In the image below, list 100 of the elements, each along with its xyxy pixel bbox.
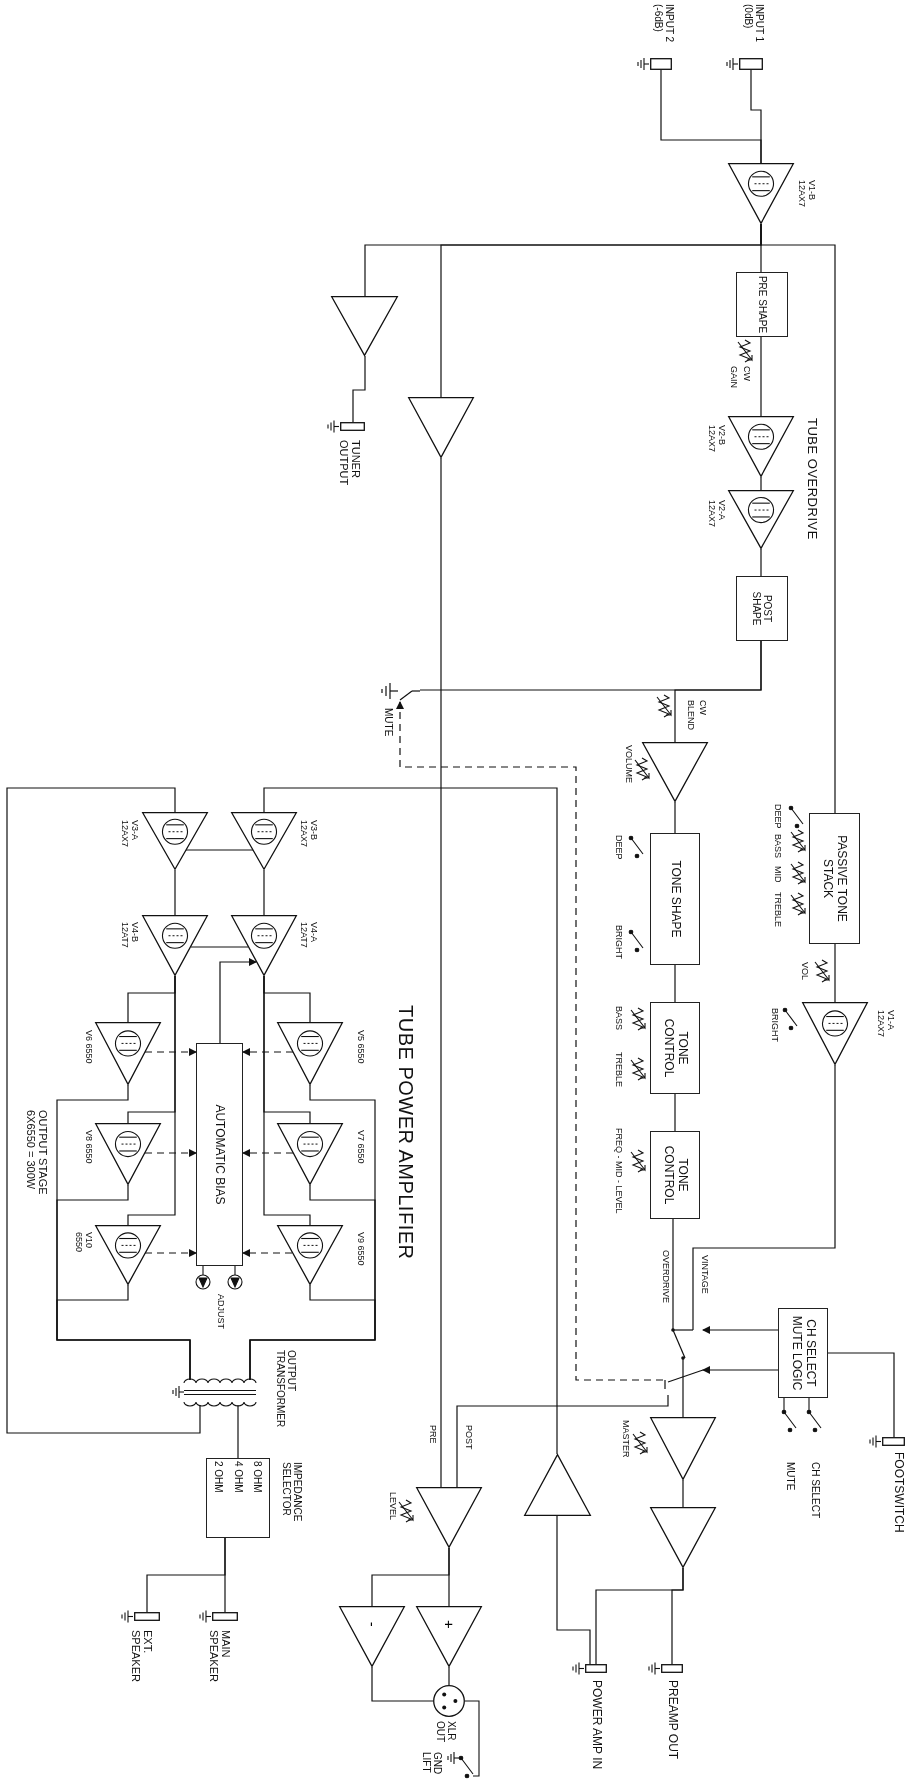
wire [834,943,836,1003]
tube-amplifier-symbol [802,1002,868,1065]
jack-label: FOOTSWITCH [891,1452,905,1535]
wire [190,946,249,948]
tube-amplifier-symbol [95,1123,161,1185]
wire [760,548,762,577]
jack-label: MAIN SPEAKER [207,1630,232,1684]
tube-amplifier-symbol [277,1022,343,1085]
wire [448,1666,450,1686]
dashed-control-arrow [396,701,664,1381]
amplifier-triangle [416,1487,482,1548]
wire [660,69,762,164]
wire [237,1404,239,1459]
dashed-control-arrow [242,1149,294,1157]
control-label: ADJUST [215,1294,225,1331]
wire [674,964,676,1003]
process-box: AUTOMATIC BIAS [196,1043,243,1266]
tube-amplifier-symbol [142,812,208,870]
wire [692,1064,836,1319]
control-label: MUTE [785,1462,796,1493]
jack-symbol [661,1664,683,1673]
tube-amplifier-symbol [95,1225,161,1285]
control-label: TREBLE [772,892,782,929]
tube-label: V4-B 12AT7 [119,922,139,950]
amplifier-triangle: + [416,1606,482,1667]
wire [440,223,762,398]
process-box: TONE SHAPE [650,833,700,965]
tube-label: V3-A 12AX7 [119,820,139,850]
tube-label: V4-A 12AT7 [298,922,318,950]
amplifier-triangle: - [339,1606,405,1667]
control-label: MASTER [620,1420,630,1460]
tap-label: 4 OHM [232,1461,244,1493]
tube-amplifier-symbol [277,1123,343,1185]
process-box: CH SELECT MUTE LOGIC [778,1308,828,1398]
tube-label: V7 6550 [355,1130,365,1164]
jack-label: POWER AMP IN [589,1680,603,1772]
control-label: VOLUME [623,745,633,785]
wire [760,336,762,417]
tap-label: 2 OHM [212,1461,225,1493]
process-box: PASSIVE TONE STACK [809,813,860,944]
control-label: FREQ - MID - LEVEL [613,1128,623,1216]
tube-label: V3-B 12AX7 [298,820,318,850]
control-label: CW [697,700,707,717]
wire [263,787,558,1455]
amplifier-triangle [331,296,398,356]
tube-label: V8 6550 [83,1130,93,1164]
control-label: BRIGHT [769,1008,779,1044]
xlr-connector-symbol [433,1685,465,1717]
control-label: MUTE [383,708,394,739]
section-title: TUBE OVERDRIVE [804,418,819,542]
amplifier-triangle [642,742,708,802]
process-box: POST SHAPE [736,576,788,641]
tube-amplifier-symbol [728,163,794,224]
wire [674,801,676,834]
tube-label: V10 6550 [73,1232,93,1255]
switch-symbol [380,680,420,702]
wire [760,476,762,491]
tube-amplifier-symbol [277,1225,343,1285]
control-label: VOL [799,962,809,982]
control-arrow [702,1326,779,1334]
dashed-control-arrow [242,1048,294,1056]
control-label: BRIGHT [613,925,623,961]
wire [595,1567,684,1665]
control-label: BASS [613,1006,623,1032]
amplifier-triangle [524,1454,591,1516]
tube-label: V1-A 12AX7 [875,1010,895,1040]
transformer-symbol [184,1380,256,1405]
amplifier-triangle [408,397,474,458]
tube-label: V2-A 12AX7 [706,500,726,530]
jack-symbol [340,422,365,431]
jack-symbol [650,58,672,70]
wire [6,787,201,1434]
wire [263,869,265,916]
control-label: BASS [772,834,782,860]
control-label: LEVEL [387,1492,397,1523]
control-label: POST [463,1425,473,1452]
tube-label: V9 6550 [355,1232,365,1266]
amplifier-triangle [650,1417,716,1480]
tube-label: V2-B 12AX7 [706,425,726,455]
switch-symbol [663,1318,703,1395]
tube-label: V6 6550 [83,1030,93,1064]
wire [674,1093,676,1132]
dashed-control-arrow [242,1249,293,1257]
tube-amplifier-symbol [231,812,297,870]
tube-amplifier-symbol [231,915,297,976]
control-label: CH SELECT [810,1462,821,1521]
jack-label: PREAMP OUT [665,1680,679,1762]
control-label: GND LIFT [421,1752,443,1777]
wire [456,1394,669,1488]
wire [556,1515,591,1665]
control-arrow [219,958,257,1044]
wire [174,869,176,916]
wire [419,640,762,691]
wire [682,1479,684,1508]
control-label: OVERDRIVE [660,1250,670,1305]
jack-symbol [212,1612,238,1621]
wire [249,1284,376,1381]
jack-symbol [585,1664,607,1673]
control-label: CW [741,366,751,383]
spec-note: OUTPUT STAGE 6X6550 = 300W [24,1110,49,1197]
